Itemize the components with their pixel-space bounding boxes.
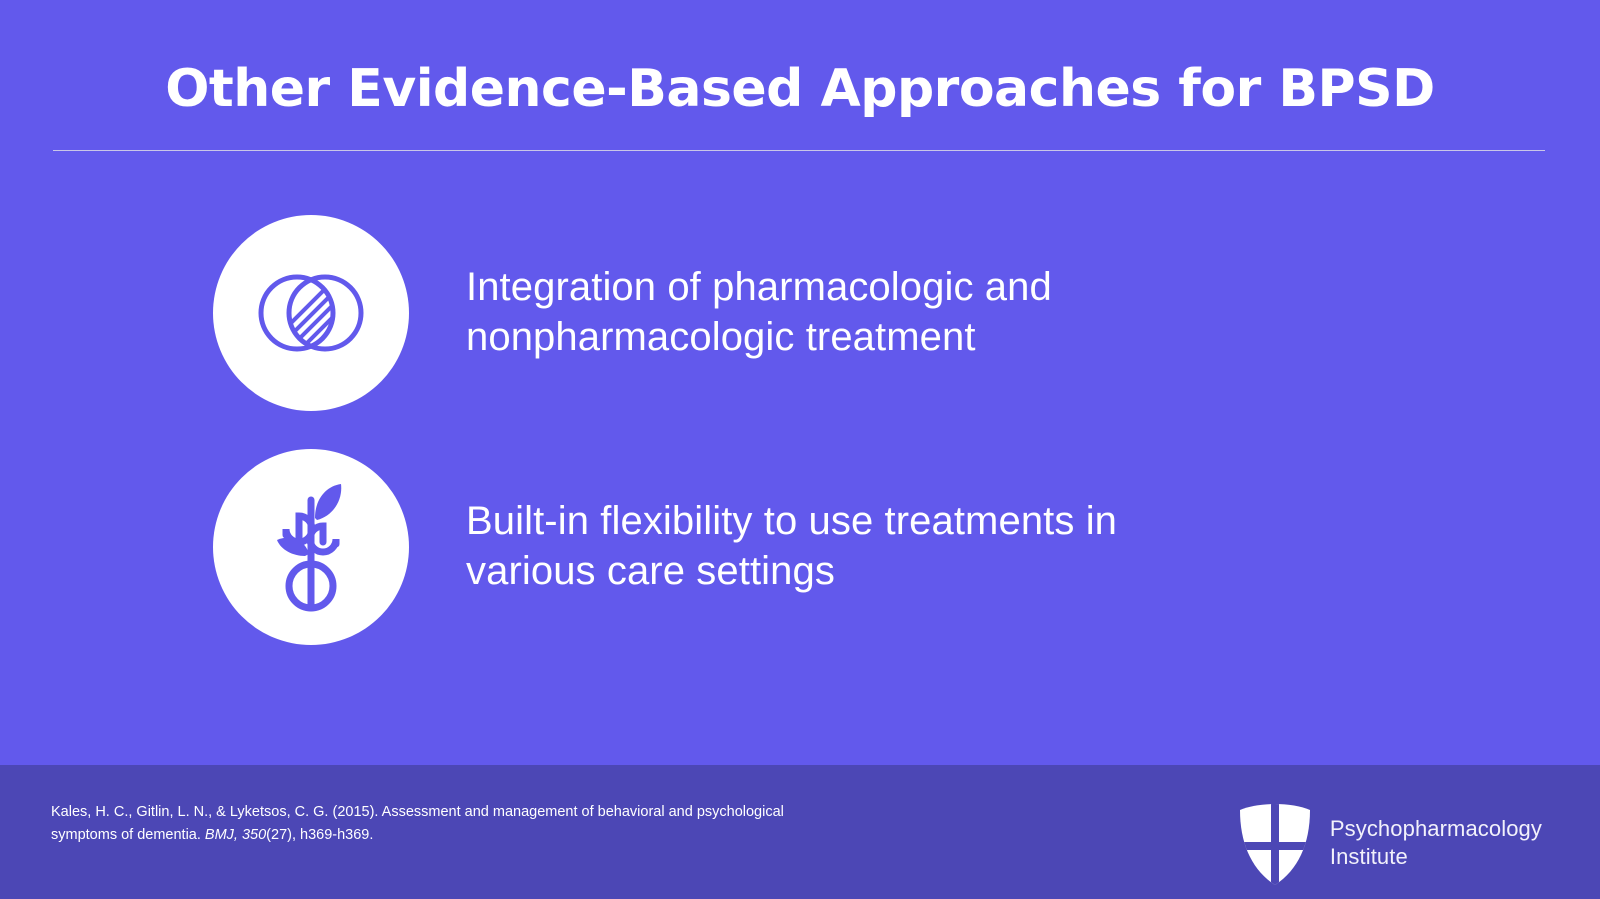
page-title: Other Evidence-Based Approaches for BPSD (165, 59, 1435, 119)
bullet-row-2: Built-in flexibility to use treatments i… (0, 448, 1600, 646)
citation-journal: BMJ, 350 (204, 827, 267, 844)
venn-diagram-icon (258, 274, 364, 352)
citation-text: Kales, H. C., Gitlin, L. N., & Lyketsos,… (51, 801, 831, 847)
title-divider (53, 150, 1545, 151)
bullet-row-1: Integration of pharmacologic and nonphar… (0, 214, 1600, 412)
footer-bar: Kales, H. C., Gitlin, L. N., & Lyketsos,… (0, 765, 1600, 899)
icon-disc-1 (213, 215, 409, 411)
bullet-text-2: Built-in flexibility to use treatments i… (466, 499, 1118, 593)
brand-name: Psychopharmacology Institute (1330, 815, 1542, 871)
plant-flexibility-icon (277, 484, 342, 612)
brand-lockup: Psychopharmacology Institute (1238, 800, 1542, 886)
icon-slot-2 (213, 449, 409, 645)
brand-line-2: Institute (1329, 844, 1408, 869)
content-area: Integration of pharmacologic and nonphar… (0, 214, 1600, 682)
leaf-shapes (277, 484, 342, 556)
icon-slot-1 (213, 215, 409, 411)
shield-logo-icon (1239, 804, 1310, 885)
bullet-text-1: Integration of pharmacologic and nonphar… (466, 265, 1052, 359)
icon-disc-2 (213, 449, 409, 645)
title-block: Other Evidence-Based Approaches for BPSD (0, 59, 1600, 120)
citation-part-2: (27), h369-h369. (266, 827, 374, 844)
brand-line-1: Psychopharmacology (1329, 815, 1542, 841)
citation-part-1: Kales, H. C., Gitlin, L. N., & Lyketsos,… (51, 804, 784, 844)
